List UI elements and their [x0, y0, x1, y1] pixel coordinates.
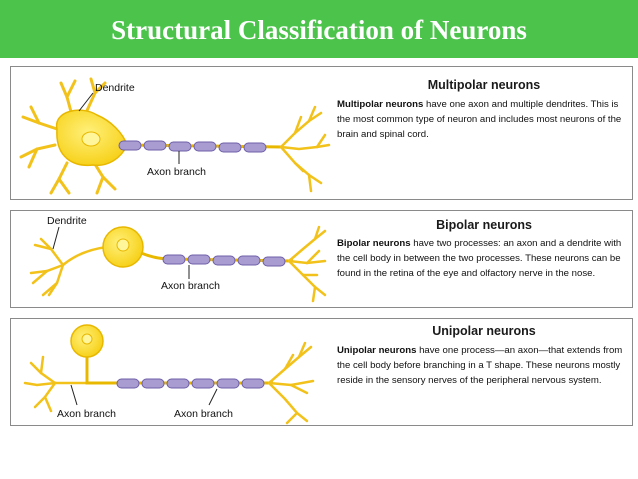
bipolar-text: have two processes: an axon and a dendri… — [337, 238, 622, 279]
bipolar-description: Bipolar neurons have two processes: an a… — [337, 236, 629, 281]
myelin-sheath — [118, 140, 267, 153]
axon-terminals — [287, 225, 327, 303]
myelin-sheath — [162, 254, 286, 267]
multipolar-description: Multipolar neurons have one axon and mul… — [337, 97, 629, 142]
nucleus — [81, 333, 93, 345]
unipolar-text: have one process—an axon—that extends fr… — [337, 345, 623, 386]
axon-terminals — [279, 105, 331, 193]
bipolar-term: Bipolar neurons — [337, 238, 411, 249]
axon-branch-label: Axon branch — [161, 280, 220, 292]
unipolar-heading: Unipolar neurons — [432, 324, 536, 338]
nucleus — [81, 131, 101, 147]
multipolar-heading: Multipolar neurons — [427, 78, 541, 92]
multipolar-neuron-illustration — [19, 77, 331, 195]
axon-branch-right-pointer — [208, 388, 218, 406]
dendrite-label: Dendrite — [95, 82, 135, 94]
nucleus — [116, 238, 130, 252]
dendrite — [29, 237, 109, 297]
axon-branch-label: Axon branch — [147, 166, 206, 178]
stem-axon — [85, 357, 115, 385]
unipolar-description: Unipolar neurons have one process—an axo… — [337, 343, 629, 388]
dendrites — [19, 77, 117, 195]
dendrite-pointer — [52, 226, 60, 250]
bipolar-panel: Dendrite Axon branch Bipolar neurons Bip… — [10, 210, 633, 308]
dendrite-pointer — [78, 92, 94, 112]
unipolar-panel: Axon branch Axon branch Unipolar neurons… — [10, 318, 633, 426]
unipolar-term: Unipolar neurons — [337, 345, 417, 356]
bipolar-neuron-illustration — [29, 225, 327, 303]
dendrite-label: Dendrite — [47, 215, 87, 227]
axon-branch-right-label: Axon branch — [174, 408, 233, 420]
unipolar-neuron-illustration — [23, 324, 315, 425]
bipolar-heading: Bipolar neurons — [436, 218, 532, 232]
multipolar-text: have one axon and multiple dendrites. Th… — [337, 99, 622, 140]
multipolar-term: Multipolar neurons — [337, 99, 424, 110]
slide-title: Structural Classification of Neurons — [111, 15, 527, 45]
multipolar-panel: Dendrite Axon branch Multipolar neurons … — [10, 66, 633, 200]
myelin-sheath — [116, 378, 265, 389]
axon-terminals — [267, 341, 315, 425]
title-bar: Structural Classification of Neurons — [0, 0, 638, 58]
axon-branch-left-label: Axon branch — [57, 408, 116, 420]
axon-branch-left-pointer — [70, 384, 78, 406]
peripheral-branch — [23, 355, 89, 413]
